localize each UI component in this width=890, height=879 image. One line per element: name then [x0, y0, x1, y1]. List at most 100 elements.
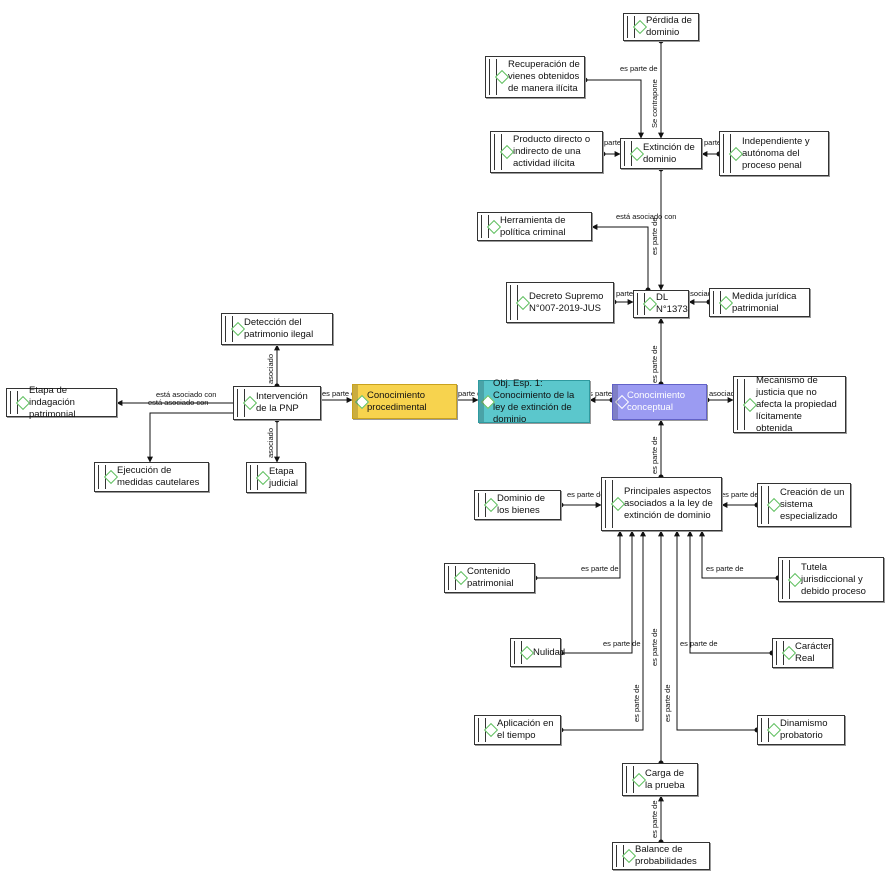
node-decreto-supremo[interactable]: Decreto Supremo N°007-2019-JUS — [506, 282, 614, 323]
diamond-icon — [483, 497, 499, 513]
node-dl-1373[interactable]: DL N°1373 — [633, 290, 689, 318]
diamond-icon — [621, 848, 637, 864]
diamond-icon — [610, 496, 626, 512]
diamond-icon — [642, 296, 658, 312]
diamond-icon — [519, 645, 535, 660]
node-label: Carga de la prueba — [645, 767, 685, 791]
node-deteccion-patrimonio[interactable]: Detección del patrimonio ilegal — [221, 313, 333, 345]
node-label: Conocimiento procedimental — [367, 389, 427, 413]
edge-contenido-principales — [535, 530, 623, 579]
diamond-icon — [742, 397, 758, 412]
node-intervencion-pnp[interactable]: Intervención de la PNP — [233, 386, 321, 420]
node-mecanismo-justicia[interactable]: Mecanismo de justicia que no afecta la p… — [733, 375, 846, 434]
label-parte-2: parte — [704, 138, 721, 147]
node-independiente-autonoma[interactable]: Independiente y autónoma del proceso pen… — [719, 131, 829, 176]
node-creacion-sistema[interactable]: Creación de un sistema especializado — [757, 483, 851, 527]
diamond-icon — [255, 470, 271, 485]
diamond-icon — [631, 772, 647, 787]
diamond-icon — [494, 69, 510, 85]
node-ejecucion-medidas[interactable]: Ejecución de medidas cautelares — [94, 462, 209, 492]
edge-dinamismo-principales — [674, 530, 757, 731]
diamond-icon — [787, 572, 803, 587]
diamond-icon — [15, 395, 31, 410]
label-es-parte-de-15: es parte de — [663, 684, 672, 722]
node-producto-actividad-ilicita[interactable]: Producto directo o indirecto de una acti… — [490, 131, 603, 173]
node-etapa-judicial[interactable]: Etapa judicial — [246, 462, 306, 493]
diamond-icon — [230, 321, 246, 337]
node-label: Creación de un sistema especializado — [780, 487, 845, 522]
edge-aplicacion-principales — [561, 530, 646, 731]
node-label: Intervención de la PNP — [256, 391, 308, 414]
node-label: Producto directo o indirecto de una acti… — [513, 134, 591, 169]
node-label: Detección del patrimonio ilegal — [244, 317, 314, 340]
node-label: Dinamismo probatorio — [780, 718, 828, 741]
node-objetivo-especifico-1[interactable]: Obj. Esp. 1: Conocimiento de la ley de e… — [478, 377, 590, 425]
edge-tutela-principales — [699, 530, 778, 579]
diamond-icon — [483, 722, 499, 738]
diamond-icon — [766, 497, 782, 513]
label-asociado-1: asociado — [686, 289, 716, 298]
node-label: Extinción de dominio — [643, 141, 695, 165]
node-conocimiento-procedimental[interactable]: Conocimiento procedimental — [352, 384, 457, 419]
label-es-parte-de-6: es parte de — [650, 436, 659, 474]
label-asociado-3: asociado — [266, 428, 275, 458]
node-recuperacion-vienes[interactable]: Recuperación de vienes obtenidos de mane… — [485, 56, 585, 98]
node-label: Dominio de los bienes — [497, 493, 546, 516]
node-extincion-de-dominio[interactable]: Extinción de dominio — [620, 138, 702, 169]
label-es-parte-de-4: es parte de — [322, 389, 360, 398]
edge-dl-herramienta — [591, 224, 649, 290]
node-aplicacion-tiempo[interactable]: Aplicación en el tiempo — [474, 715, 561, 745]
node-label: Independiente y autónoma del proceso pen… — [742, 135, 810, 171]
diamond-icon — [515, 295, 531, 310]
label-es-parte-de-2: es parte de — [650, 217, 659, 255]
label-es-parte-de-10: es parte de — [706, 564, 744, 573]
label-es-parte-de-8: es parte de — [721, 490, 759, 499]
node-label: Principales aspectos asociados a la ley … — [624, 486, 713, 521]
label-esta-asociado-con-3: está asociado con — [148, 398, 208, 407]
node-label: Tutela jurisdiccional y debido proceso — [801, 561, 866, 597]
node-perdida-de-dominio[interactable]: Pérdida de dominio — [623, 13, 699, 41]
node-carga-prueba[interactable]: Carga de la prueba — [622, 763, 698, 796]
diamond-icon — [766, 722, 782, 738]
label-es-parte-de-12: es parte de — [680, 639, 718, 648]
node-label: Etapa de indagación patrimonial — [29, 384, 76, 420]
node-label: Herramienta de política criminal — [500, 214, 566, 238]
node-label: Contenido patrimonial — [467, 566, 514, 589]
node-label: Balance de probabilidades — [635, 844, 697, 867]
node-etapa-indagacion[interactable]: Etapa de indagación patrimonial — [6, 385, 117, 420]
node-nulidad[interactable]: Nulidad — [510, 638, 565, 667]
node-dinamismo-probatorio[interactable]: Dinamismo probatorio — [757, 715, 845, 745]
diamond-icon — [103, 469, 119, 485]
node-label: Decreto Supremo N°007-2019-JUS — [529, 290, 604, 314]
node-herramienta-politica[interactable]: Herramienta de política criminal — [477, 212, 592, 241]
diamond-icon — [632, 19, 648, 35]
diamond-icon — [453, 570, 469, 586]
node-label: Ejecución de medidas cautelares — [117, 465, 200, 488]
label-es-parte-de-16: es parte de — [650, 800, 659, 838]
label-es-parte-de-3: es parte de — [650, 345, 659, 383]
node-conocimiento-conceptual[interactable]: Conocimiento conceptual — [612, 384, 707, 420]
label-parte-de-1: parte d — [616, 289, 639, 298]
label-es-parte-de-5: es parte de — [585, 389, 623, 398]
node-label: Nulidad — [533, 646, 566, 658]
node-dominio-bienes[interactable]: Dominio de los bienes — [474, 490, 561, 520]
label-esta-asociado-con-2: está asociado con — [156, 390, 216, 399]
edge-caracter-principales — [687, 530, 772, 654]
node-balance-probabilidades[interactable]: Balance de probabilidades — [612, 842, 710, 870]
diamond-icon — [718, 295, 734, 310]
label-parte-1: parte — [604, 138, 621, 147]
edge-intervencion-ejecucion — [147, 412, 233, 463]
diamond-icon — [728, 146, 744, 161]
node-caracter-real[interactable]: Carácter Real — [772, 638, 833, 668]
node-label: Recuperación de vienes obtenidos de mane… — [508, 59, 580, 94]
node-label: Obj. Esp. 1: Conocimiento de la ley de e… — [493, 377, 575, 425]
node-tutela-jurisdiccional[interactable]: Tutela jurisdiccional y debido proceso — [778, 557, 884, 602]
node-label: Carácter Real — [795, 641, 832, 664]
node-contenido-patrimonial[interactable]: Contenido patrimonial — [444, 563, 535, 593]
diamond-icon — [781, 645, 797, 661]
label-es-parte-de-1: es parte de — [620, 64, 658, 73]
node-medida-juridica[interactable]: Medida jurídica patrimonial — [709, 288, 810, 317]
label-asociado-2: asociado — [266, 354, 275, 384]
node-principales-aspectos[interactable]: Principales aspectos asociados a la ley … — [601, 477, 722, 531]
